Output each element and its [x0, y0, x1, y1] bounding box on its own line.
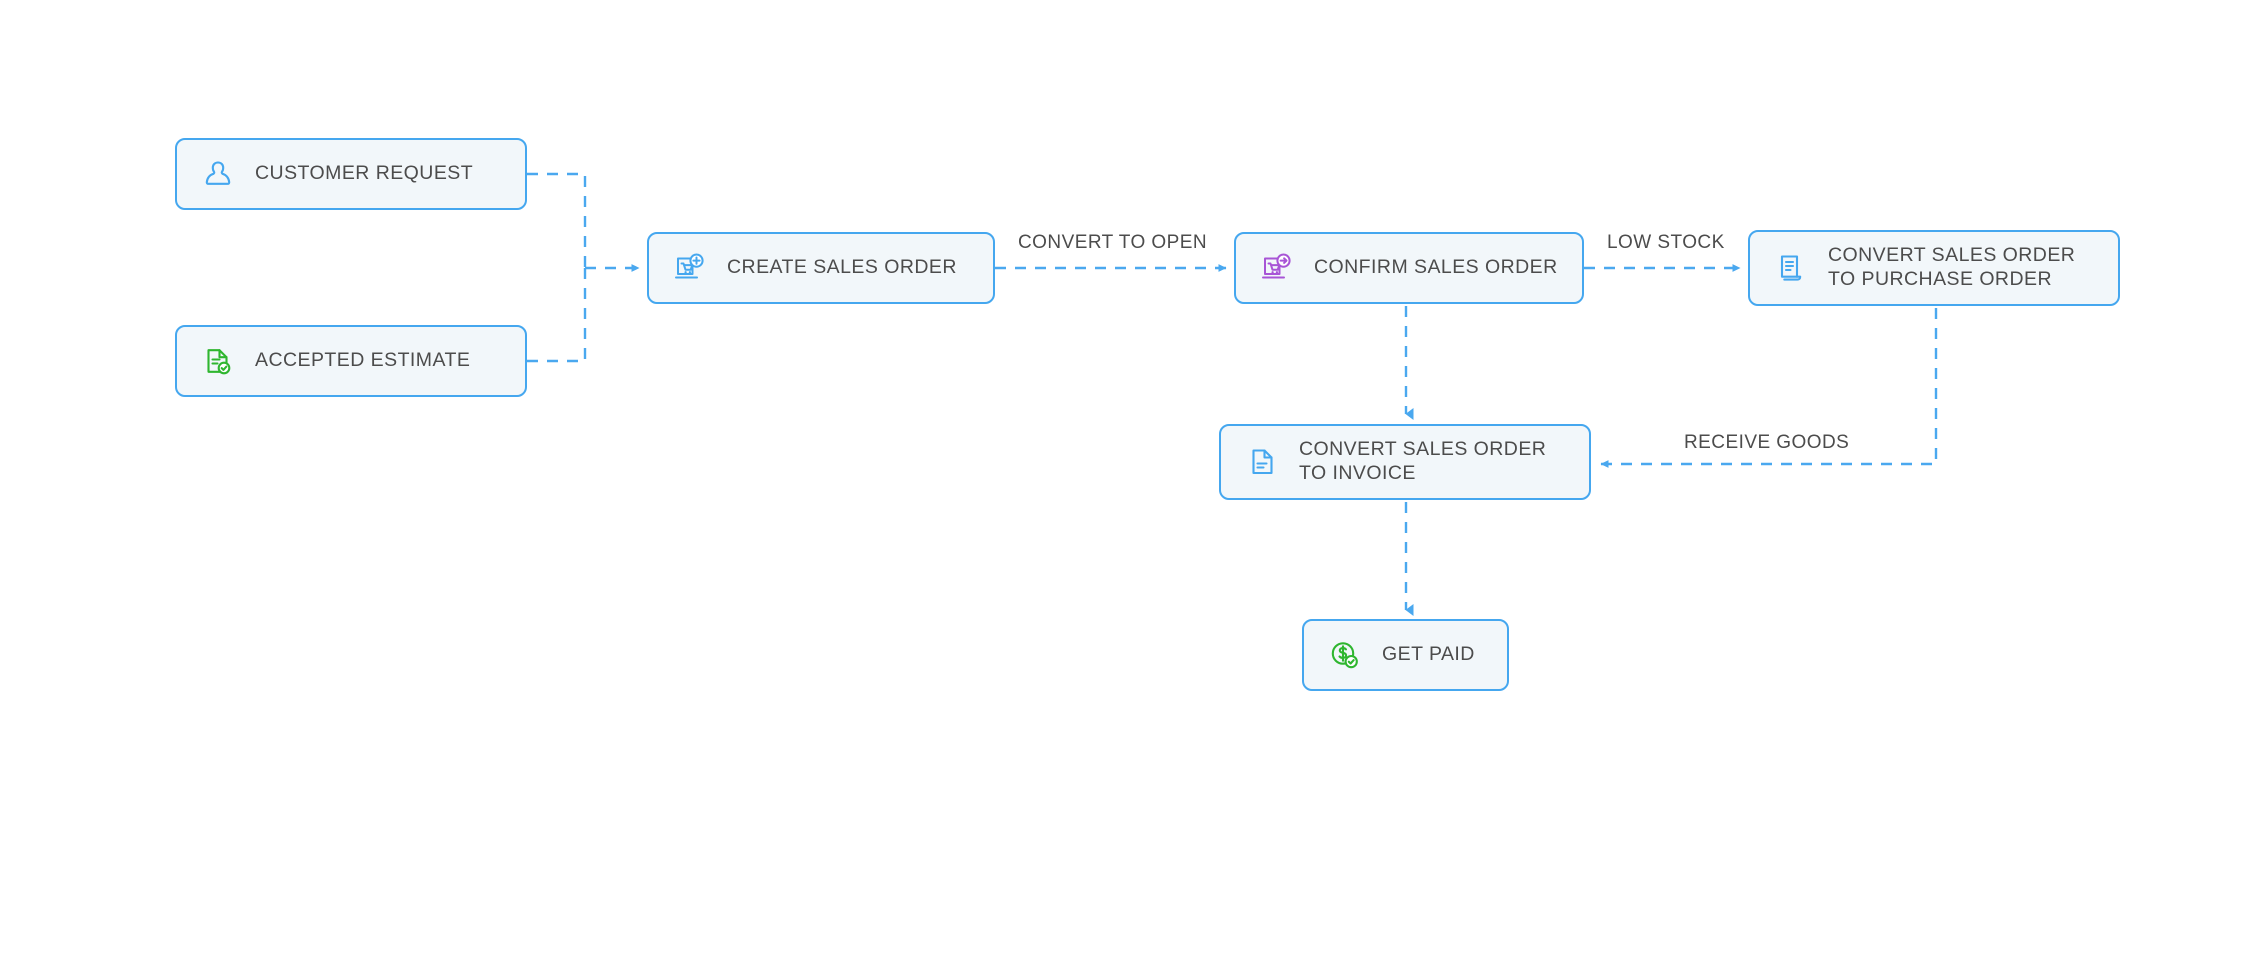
receipt-icon	[1772, 249, 1810, 287]
cart-plus-icon	[671, 249, 709, 287]
node-convert-to-purchase-order[interactable]: CONVERT SALES ORDER TO PURCHASE ORDER	[1748, 230, 2120, 306]
node-label: CONVERT SALES ORDER TO PURCHASE ORDER	[1828, 244, 2076, 290]
document-check-icon	[199, 342, 237, 380]
node-label: CONVERT SALES ORDER TO INVOICE	[1299, 438, 1547, 484]
coin-check-icon	[1326, 636, 1364, 674]
node-convert-to-invoice[interactable]: CONVERT SALES ORDER TO INVOICE	[1219, 424, 1591, 500]
node-create-sales-order[interactable]: CREATE SALES ORDER	[647, 232, 995, 304]
edge-accepted-estimate	[527, 268, 587, 363]
node-label: CONFIRM SALES ORDER	[1314, 256, 1558, 279]
edge-label-receive-goods: RECEIVE GOODS	[1684, 432, 1850, 453]
node-label: CUSTOMER REQUEST	[255, 162, 474, 185]
node-label: CREATE SALES ORDER	[727, 256, 957, 279]
cart-arrow-icon	[1258, 249, 1296, 287]
node-accepted-estimate[interactable]: ACCEPTED ESTIMATE	[175, 325, 527, 397]
node-customer-request[interactable]: CUSTOMER REQUEST	[175, 138, 527, 210]
person-icon	[199, 155, 237, 193]
node-get-paid[interactable]: GET PAID	[1302, 619, 1509, 691]
edge-label-convert-to-open: CONVERT TO OPEN	[1018, 232, 1208, 253]
node-label: ACCEPTED ESTIMATE	[255, 349, 471, 372]
edge-label-low-stock: LOW STOCK	[1607, 232, 1725, 253]
file-lines-icon	[1243, 443, 1281, 481]
node-label: GET PAID	[1382, 643, 1475, 666]
edge-customer-request	[527, 172, 587, 268]
node-confirm-sales-order[interactable]: CONFIRM SALES ORDER	[1234, 232, 1584, 304]
